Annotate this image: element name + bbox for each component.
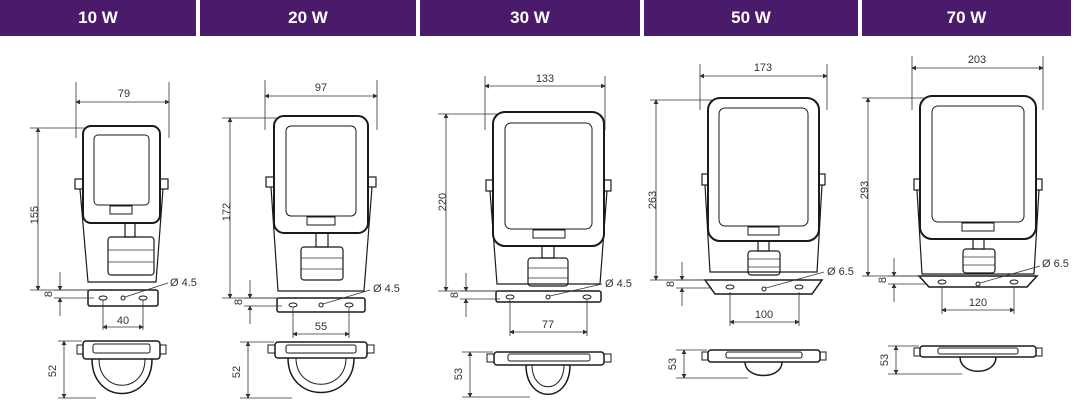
floodlight-side-view [486, 351, 612, 395]
dim-height-70w: 293 [859, 181, 871, 199]
floodlight-side-view [267, 341, 375, 394]
dim-width-70w: 203 [968, 54, 986, 66]
dim-hole-10w: Ø 4.5 [170, 277, 197, 289]
floodlight-side-view [913, 345, 1043, 372]
dim-hole-50w: Ø 6.5 [827, 266, 854, 278]
dimension-drawings: 79 155 8 Ø 4.5 40 52 [29, 54, 1069, 399]
dim-hole-70w: Ø 6.5 [1042, 258, 1069, 270]
floodlight-side-view [701, 349, 827, 377]
header-10w: 10 W [0, 0, 196, 36]
header-20w: 20 W [200, 0, 416, 36]
header-30w: 30 W [420, 0, 640, 36]
drawing-30w: 133 220 8 Ø 4.5 77 53 [437, 73, 632, 398]
floodlight-front-view [265, 115, 377, 313]
dim-spacing-10w: 40 [117, 315, 129, 327]
dim-width-30w: 133 [536, 73, 554, 85]
drawing-50w: 173 263 8 Ø 6.5 100 53 [647, 62, 854, 379]
dim-offset-70w: 8 [877, 277, 889, 283]
dim-height-50w: 263 [647, 191, 659, 209]
header-70w: 70 W [862, 0, 1071, 36]
dim-depth-70w: 53 [879, 354, 891, 366]
floodlight-front-view [485, 111, 612, 303]
dim-depth-20w: 52 [231, 366, 243, 378]
dim-height-20w: 172 [221, 203, 233, 221]
dim-spacing-30w: 77 [542, 319, 554, 331]
header-50w: 50 W [644, 0, 858, 36]
floodlight-front-view [701, 97, 826, 295]
dim-width-10w: 79 [118, 88, 130, 100]
dim-offset-50w: 8 [665, 281, 677, 287]
dim-height-30w: 220 [437, 193, 449, 211]
dim-spacing-70w: 120 [969, 297, 987, 309]
drawing-10w: 79 155 8 Ø 4.5 40 52 [29, 82, 197, 399]
wattage-header-bar: 10 W 20 W 30 W 50 W 70 W [0, 0, 1075, 36]
dim-offset-10w: 8 [43, 291, 55, 297]
dim-spacing-50w: 100 [755, 309, 773, 321]
dim-hole-30w: Ø 4.5 [605, 278, 632, 290]
drawing-20w: 97 172 8 Ø 4.5 55 52 [221, 80, 400, 399]
dim-spacing-20w: 55 [315, 321, 327, 333]
dim-offset-20w: 8 [233, 299, 245, 305]
dim-depth-10w: 52 [47, 365, 59, 377]
drawing-70w: 203 293 8 Ø 6.5 120 53 [859, 54, 1069, 375]
dim-height-10w: 155 [29, 206, 41, 224]
dim-offset-30w: 8 [449, 292, 461, 298]
dim-width-50w: 173 [754, 62, 772, 74]
dim-hole-20w: Ø 4.5 [373, 283, 400, 295]
floodlight-side-view [76, 340, 167, 395]
floodlight-front-view [74, 125, 169, 307]
dim-depth-50w: 53 [667, 358, 679, 370]
dim-width-20w: 97 [315, 82, 327, 94]
floodlight-front-view [913, 95, 1043, 288]
dim-depth-30w: 53 [453, 368, 465, 380]
